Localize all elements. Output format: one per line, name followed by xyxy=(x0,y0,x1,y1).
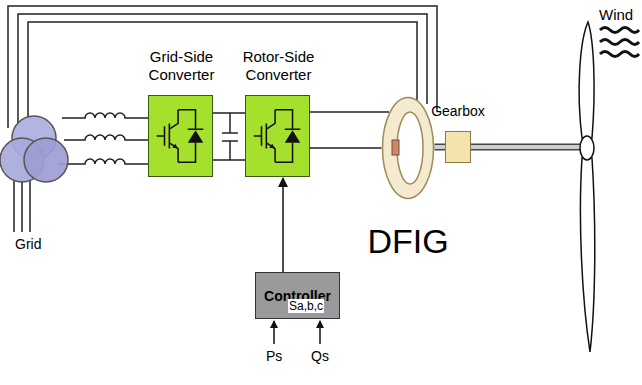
gearbox-box: Gearbox xyxy=(445,131,471,163)
connector xyxy=(310,112,389,148)
wind-waves xyxy=(600,28,639,57)
wind-label: Wind xyxy=(598,6,634,23)
node-label: DFIG xyxy=(367,222,448,260)
signal-label: Qs xyxy=(310,348,330,364)
connector xyxy=(213,113,245,160)
igbt-diode-symbol xyxy=(149,96,212,176)
signal-label: Ps xyxy=(265,348,283,364)
shaft xyxy=(470,147,582,148)
converter-box: Rotor-Side Converter xyxy=(245,95,310,177)
input-arrows xyxy=(274,321,320,344)
signal-label: Sa,b,c xyxy=(288,299,324,313)
node-label: Grid-Side Converter xyxy=(134,48,230,84)
node-label: Gearbox xyxy=(431,102,485,120)
generator-ring xyxy=(381,96,435,200)
node-label: Rotor-Side Converter xyxy=(231,48,327,84)
inductor-symbol xyxy=(58,113,148,164)
connector xyxy=(435,147,446,148)
grid-label: Grid xyxy=(14,236,42,252)
capacitor-symbol xyxy=(222,113,238,160)
stator-lines xyxy=(8,6,437,128)
generator-ring: DFIG xyxy=(381,96,435,200)
turbine-blades xyxy=(579,22,595,352)
converter-box: Grid-Side Converter xyxy=(148,95,213,177)
igbt-diode-symbol xyxy=(246,96,309,176)
connector xyxy=(283,178,284,272)
transformer-symbol xyxy=(0,116,68,182)
grid-lines xyxy=(14,178,30,232)
